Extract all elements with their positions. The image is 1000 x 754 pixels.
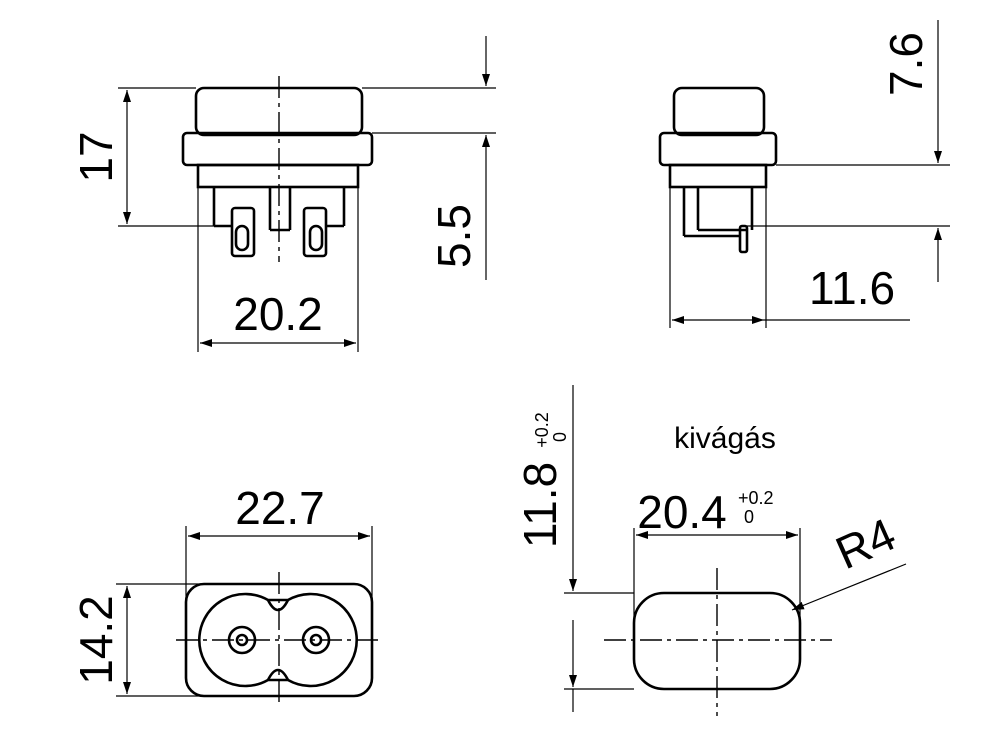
label-flange-depth: 7.6 (880, 32, 932, 96)
dimension-pin-length: 5.5 (362, 36, 496, 280)
label-cutout-height: 11.8 (514, 462, 566, 548)
label-cutout-width: 20.4 (637, 486, 727, 538)
dimension-corner-radius: R4 (791, 508, 907, 611)
label-pin-length: 5.5 (428, 204, 480, 268)
label-body-width: 20.2 (233, 288, 323, 340)
front-view (181, 76, 374, 262)
cutout-view (604, 568, 832, 716)
tol-cutout-height-upper: +0.2 (532, 412, 552, 448)
dimension-cutout-width: 20.4 +0.2 0 (633, 486, 801, 625)
side-view (658, 86, 778, 254)
dimension-flange-depth: 7.6 (747, 20, 950, 282)
dimension-body-width: 20.2 (197, 187, 359, 352)
label-flange-height: 14.2 (70, 595, 122, 685)
dimension-cutout-height: 11.8 +0.2 0 (514, 385, 634, 712)
label-side-depth: 11.6 (809, 262, 895, 314)
label-flange-width: 22.7 (235, 482, 325, 534)
dimension-side-depth: 11.6 (669, 187, 910, 328)
face-view (176, 572, 382, 706)
tol-cutout-width-upper: +0.2 (738, 488, 774, 508)
label-height-total: 17 (70, 131, 122, 182)
tol-cutout-width-lower: 0 (744, 507, 754, 527)
cutout-title: kivágás (674, 422, 776, 455)
dimension-flange-height: 14.2 (70, 583, 230, 697)
label-corner-radius: R4 (828, 508, 903, 579)
tol-cutout-height-lower: 0 (550, 432, 570, 442)
dimension-height-total: 17 (70, 87, 214, 227)
dimension-flange-width: 22.7 (185, 482, 373, 628)
